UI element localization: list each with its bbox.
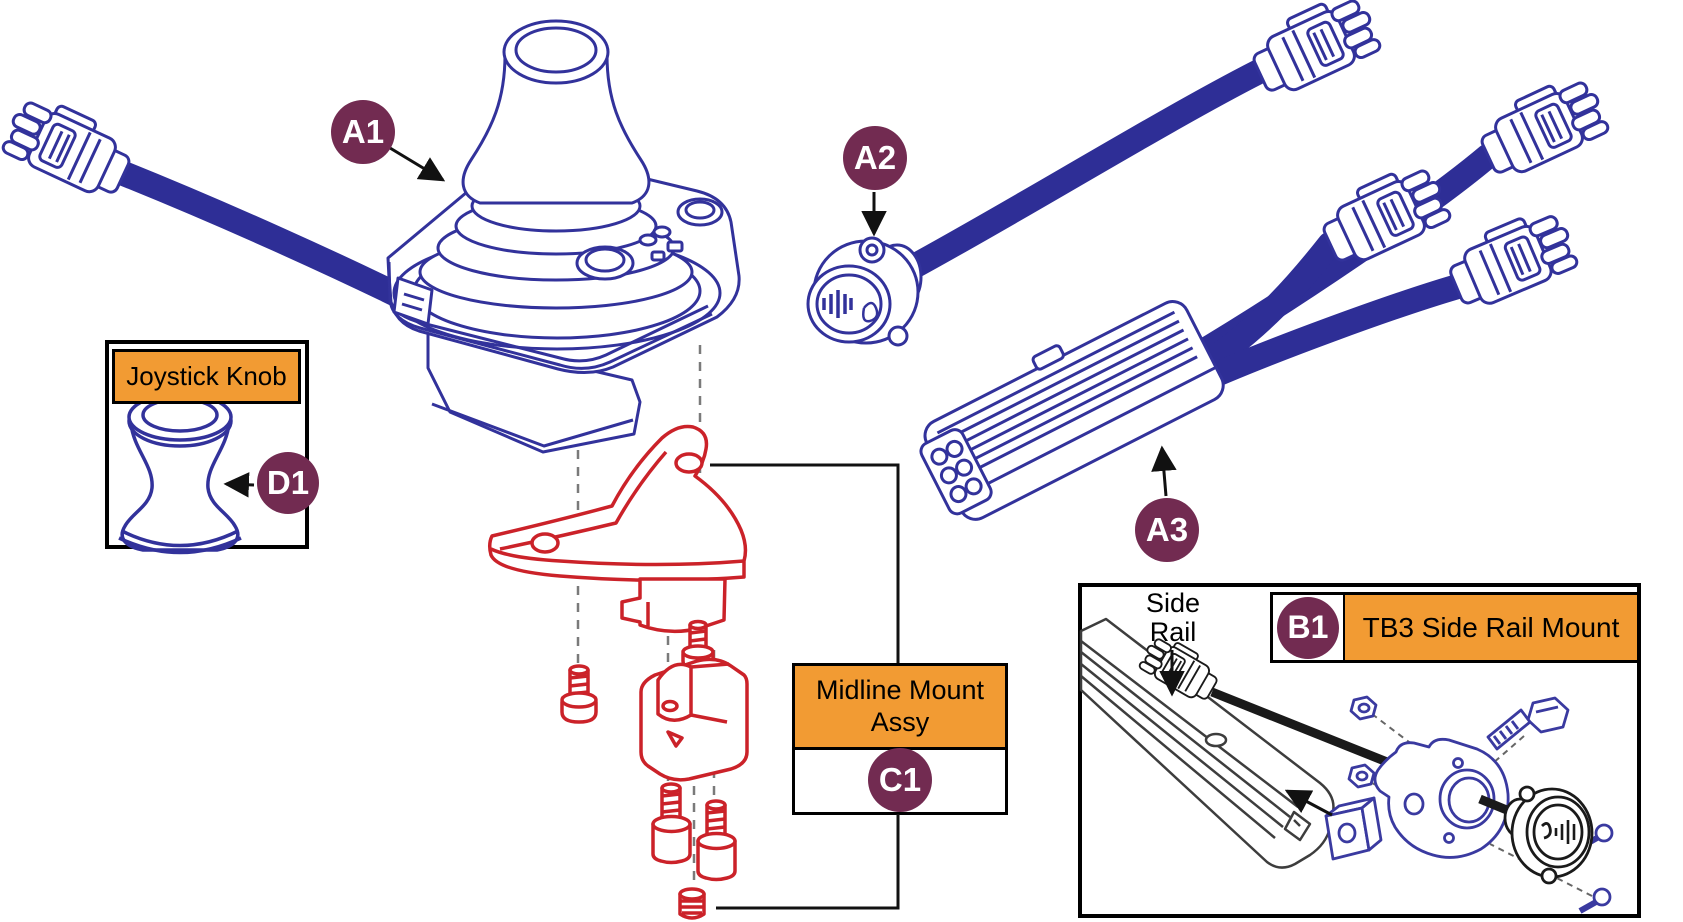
- port-wave-icon: [822, 290, 853, 318]
- socket-screw-1: [651, 782, 692, 865]
- callout-a2: A2: [843, 126, 907, 190]
- midline-mount-parts: [487, 424, 749, 920]
- interface-module: [919, 300, 1225, 521]
- harness-cables: [102, 59, 1501, 399]
- joystick-base: [426, 330, 642, 454]
- callout-b1-cell: B1: [1273, 595, 1343, 660]
- midline-mount-line2: Assy: [870, 706, 930, 737]
- a3-cable-2: [1181, 231, 1343, 385]
- joystick-controller: [386, 19, 741, 454]
- callout-a1: A1: [331, 100, 395, 164]
- mount-post: [620, 577, 727, 634]
- tb3-side-rail-mount-label: B1 TB3 Side Rail Mount: [1270, 592, 1640, 663]
- tb3-label-text: TB3 Side Rail Mount: [1343, 595, 1637, 660]
- side-rail-line2: Rail: [1149, 617, 1197, 648]
- midline-mount-label-text: Midline Mount Assy: [816, 675, 984, 739]
- clamp-block: [639, 657, 749, 782]
- connector-a2-end: [1242, 0, 1386, 103]
- side-rail-line1: Side: [1145, 588, 1201, 618]
- mount-bracket: [487, 424, 748, 582]
- arrow-a1: [389, 146, 446, 182]
- side-rail-label: Side Rail: [1128, 588, 1218, 648]
- charger-port-connector: [806, 236, 923, 347]
- joystick-knob-label: Joystick Knob: [112, 349, 301, 404]
- assembly-guide-lines: [576, 345, 716, 893]
- joystick-cable: [102, 157, 437, 321]
- connector-a3-end-1: [1470, 68, 1614, 185]
- joystick-buttons: [575, 197, 724, 281]
- a3-cable-1: [1179, 143, 1501, 371]
- joystick-boot: [418, 179, 694, 310]
- a3-cable-3: [1177, 274, 1469, 399]
- connector-a3-end-2: [1312, 156, 1456, 273]
- set-screw: [678, 887, 706, 920]
- cable-connectors-right: [1242, 0, 1614, 315]
- cable-boot: [392, 276, 434, 326]
- a2-cable: [887, 59, 1271, 287]
- connector-a3-end-3: [1439, 202, 1583, 315]
- cable-connector-left: [0, 88, 141, 205]
- callout-b1: B1: [1277, 596, 1339, 659]
- callout-a3: A3: [1135, 498, 1199, 562]
- arrow-a3: [1151, 445, 1177, 497]
- callout-c1: C1: [868, 748, 932, 812]
- joystick-top-plate: [386, 153, 741, 374]
- midline-mount-label: Midline Mount Assy: [792, 663, 1008, 750]
- port-squiggle-icon: [862, 301, 879, 323]
- pan-screw-1: [560, 664, 598, 724]
- midline-mount-line1: Midline Mount: [815, 674, 985, 705]
- socket-screw-2: [696, 799, 737, 882]
- callout-d1: D1: [257, 452, 319, 514]
- pan-screw-2: [681, 619, 715, 671]
- joystick-stick: [461, 19, 651, 205]
